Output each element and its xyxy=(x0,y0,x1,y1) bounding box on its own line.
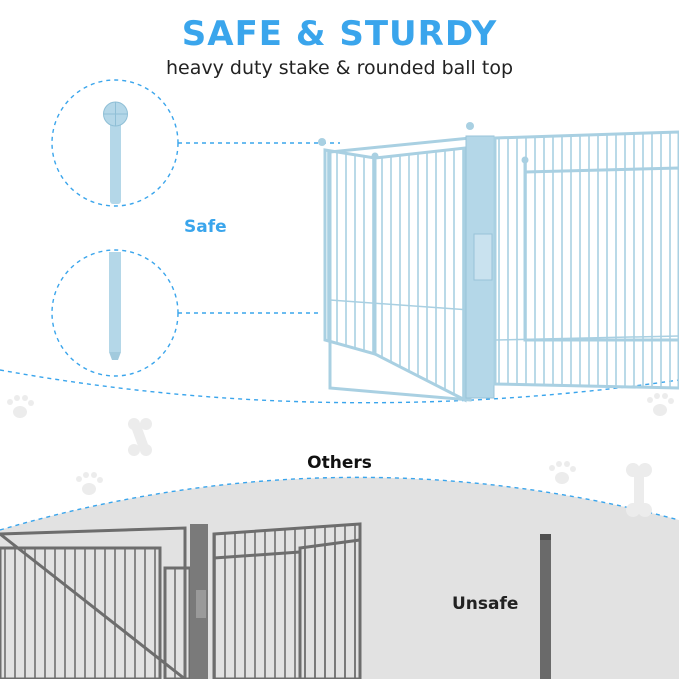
safe-fence-illustration xyxy=(318,122,679,403)
bone-icon xyxy=(626,463,652,517)
others-label: Others xyxy=(307,453,372,473)
pointed-stake-icon xyxy=(540,534,551,679)
plain-stake-icon xyxy=(109,252,121,360)
bone-icon xyxy=(128,418,152,456)
paw-print-icon xyxy=(647,393,674,416)
safe-section-dashed-arc xyxy=(0,369,679,404)
paw-print-icon xyxy=(549,461,576,484)
page-title: SAFE & STURDY xyxy=(181,14,498,54)
page-subtitle: heavy duty stake & rounded ball top xyxy=(165,57,514,79)
unsafe-label: Unsafe xyxy=(452,594,519,614)
ball-top-stake-icon xyxy=(103,101,128,204)
paw-print-icon xyxy=(7,395,34,418)
others-divider-dashed-arc xyxy=(0,476,679,531)
safe-label: Safe xyxy=(184,217,227,237)
unsafe-fence-illustration xyxy=(0,522,362,679)
paw-print-icon xyxy=(76,472,103,495)
